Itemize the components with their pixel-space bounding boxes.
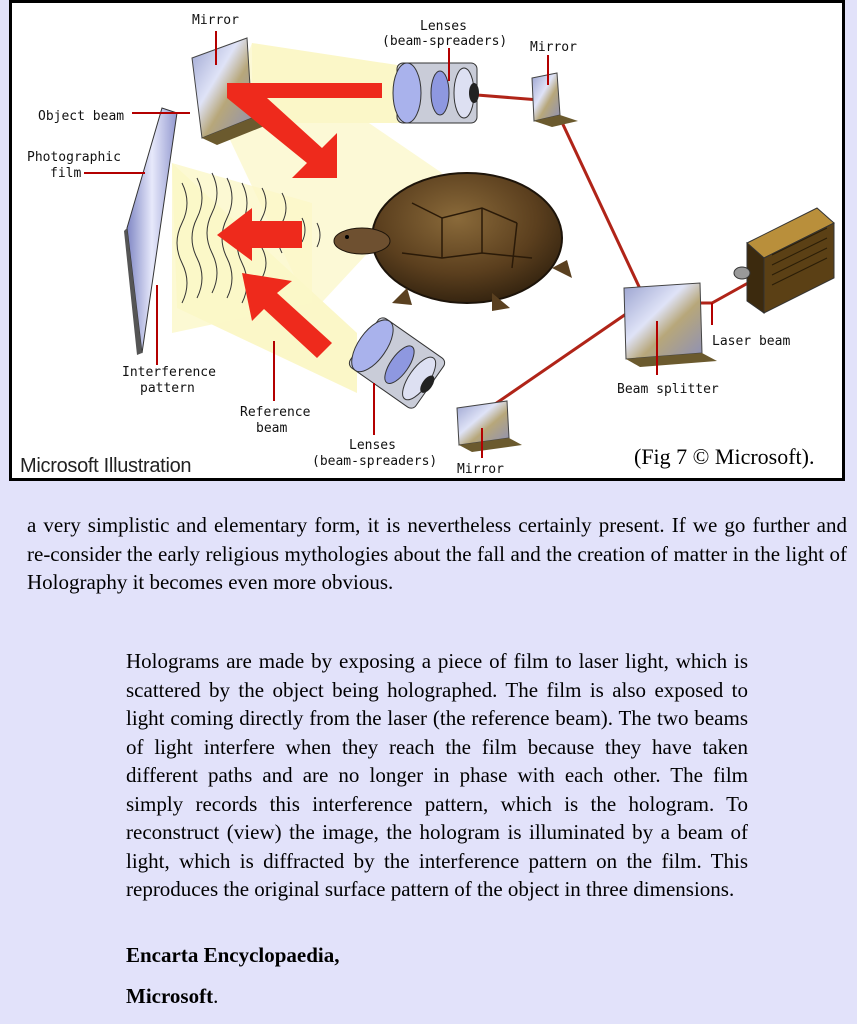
source-publisher-suffix: .	[213, 984, 219, 1008]
scattered-beam-arrow	[217, 208, 302, 261]
label-lenses-top-2: (beam-spreaders)	[382, 34, 507, 49]
label-mirror-bottom: Mirror	[457, 462, 504, 477]
reference-beam-arrow	[242, 273, 332, 358]
turtle-object	[333, 172, 572, 311]
holography-figure: Mirror Lenses (beam-spreaders) Mirror Ob…	[9, 0, 845, 481]
label-mirror-top: Mirror	[192, 13, 239, 28]
top-lenses	[392, 62, 479, 124]
bottom-mirror	[456, 400, 522, 452]
photographic-film	[124, 107, 178, 355]
source-publisher-name: Microsoft	[126, 984, 214, 1008]
label-interference: Interference	[122, 365, 216, 380]
label-lenses-bottom: Lenses	[349, 438, 396, 453]
encarta-quote: Holograms are made by exposing a piece o…	[126, 649, 748, 901]
beam-to-top-mirror	[550, 100, 644, 294]
label-reference-2: beam	[256, 421, 287, 436]
holography-diagram: Mirror Lenses (beam-spreaders) Mirror Ob…	[27, 13, 835, 477]
beam-splitter	[623, 282, 717, 367]
label-laser-beam: Laser beam	[712, 334, 790, 349]
label-mirror-top-right: Mirror	[530, 40, 577, 55]
object-beam-arrow	[227, 83, 382, 178]
label-photo-film-2: film	[50, 166, 81, 181]
top-right-mirror	[531, 72, 578, 127]
label-object-beam: Object beam	[38, 109, 124, 124]
label-photo-film: Photographic	[27, 150, 121, 165]
label-lenses-bottom-2: (beam-spreaders)	[312, 454, 437, 469]
source-publisher: Microsoft.	[126, 984, 218, 1009]
label-reference: Reference	[240, 405, 311, 420]
figure-caption: (Fig 7 © Microsoft).	[634, 444, 815, 469]
label-beam-splitter: Beam splitter	[617, 382, 719, 397]
source-title: Encarta Encyclopaedia,	[126, 943, 340, 967]
body-paragraph: a very simplistic and elementary form, i…	[27, 513, 847, 594]
bottom-lenses	[348, 317, 446, 409]
laser-source	[733, 207, 835, 314]
illustration-credit: Microsoft Illustration	[20, 455, 192, 477]
label-lenses-top: Lenses	[420, 19, 467, 34]
label-interference-2: pattern	[140, 381, 195, 396]
